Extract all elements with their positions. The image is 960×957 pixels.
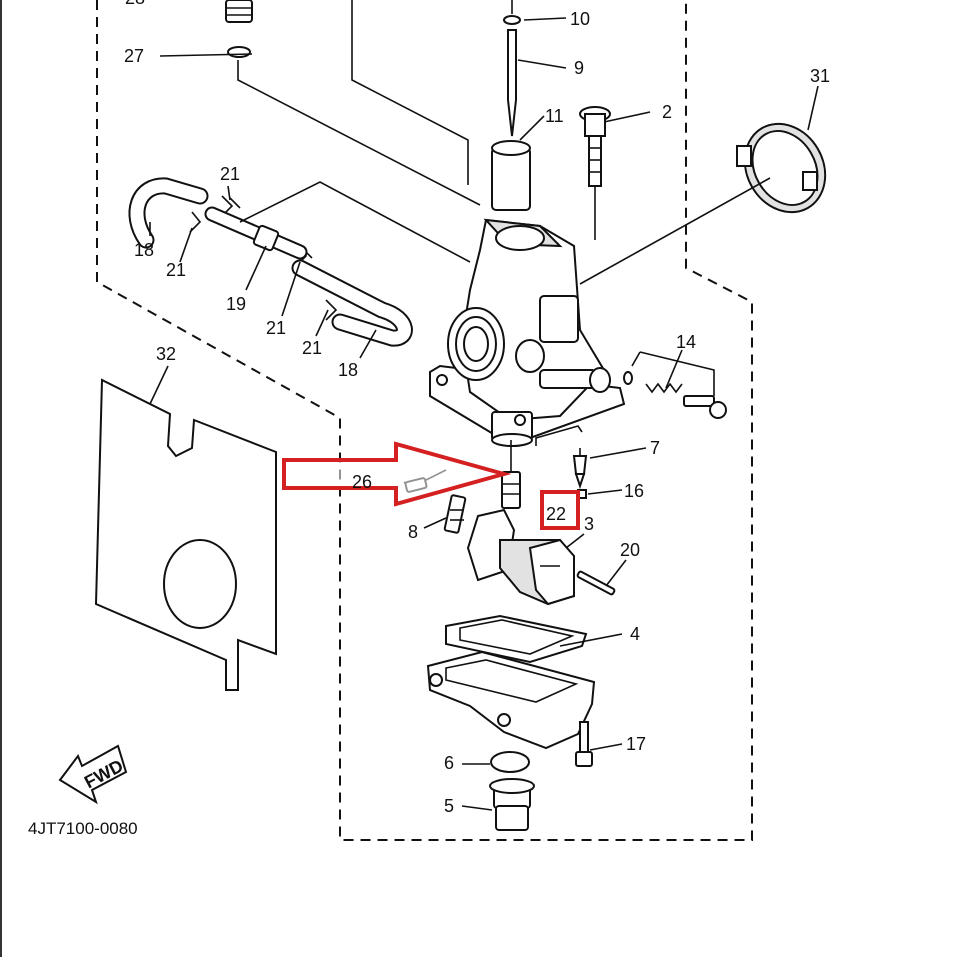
clip-21-d — [325, 299, 338, 321]
label-11: 11 — [545, 106, 564, 126]
clip-21-b — [189, 211, 202, 233]
bolt-17 — [575, 721, 593, 767]
diagram-code: 4JT7100-0080 — [28, 819, 138, 838]
gasket-32 — [94, 378, 277, 691]
label-22: 22 — [546, 504, 566, 524]
label-16: 16 — [624, 481, 644, 501]
drain-plug-5 — [489, 778, 535, 831]
label-21-left: 21 — [166, 260, 186, 280]
needle-valve-7 — [535, 425, 588, 490]
clip-10 — [503, 0, 521, 25]
label-10: 10 — [570, 9, 590, 29]
label-21-top: 21 — [220, 164, 240, 184]
gasket-4 — [445, 614, 588, 664]
label-26: 26 — [352, 472, 372, 492]
label-14: 14 — [676, 332, 696, 352]
group-bracket-top — [351, 0, 469, 185]
o-ring-6 — [490, 751, 530, 773]
label-18-upper: 18 — [134, 240, 154, 260]
label-17: 17 — [626, 734, 646, 754]
leader-lines — [149, 17, 819, 811]
label-21-mid: 21 — [266, 318, 286, 338]
float-bowl — [426, 650, 596, 750]
group-bracket-cable — [237, 60, 481, 206]
assembly-boundary — [96, 0, 753, 841]
leader-31-carb — [579, 177, 771, 285]
screw-2 — [579, 106, 611, 240]
carburetor-body-1 — [429, 218, 626, 447]
label-8: 8 — [408, 522, 418, 542]
label-4: 4 — [630, 624, 640, 644]
float-pin-20 — [576, 570, 616, 596]
label-3: 3 — [584, 514, 594, 534]
label-21-low: 21 — [302, 338, 322, 358]
screw-8 — [443, 494, 467, 534]
fitting-28 — [225, 0, 253, 23]
label-2: 2 — [662, 102, 672, 122]
highlight-box-22 — [540, 490, 580, 530]
o-ring-27 — [227, 46, 251, 58]
joint-19 — [204, 206, 308, 260]
label-19: 19 — [226, 294, 246, 314]
label-9: 9 — [574, 58, 584, 78]
label-27: 27 — [124, 46, 144, 66]
label-18-lower: 18 — [338, 360, 358, 380]
clamp-31 — [736, 122, 827, 214]
main-jet-22 — [501, 440, 521, 509]
label-31: 31 — [810, 66, 830, 86]
label-7: 7 — [650, 438, 660, 458]
highlight-arrow — [282, 441, 512, 507]
fwd-arrow-icon: FWD — [58, 744, 128, 805]
label-6: 6 — [444, 753, 454, 773]
float-3 — [466, 508, 576, 606]
label-5: 5 — [444, 796, 454, 816]
label-28: 28 — [125, 0, 145, 8]
throttle-valve-11 — [491, 140, 531, 211]
needle-9 — [507, 29, 517, 137]
label-20: 20 — [620, 540, 640, 560]
air-screw-14 — [623, 351, 727, 419]
hose-group-bracket — [239, 181, 471, 263]
label-32: 32 — [156, 344, 176, 364]
